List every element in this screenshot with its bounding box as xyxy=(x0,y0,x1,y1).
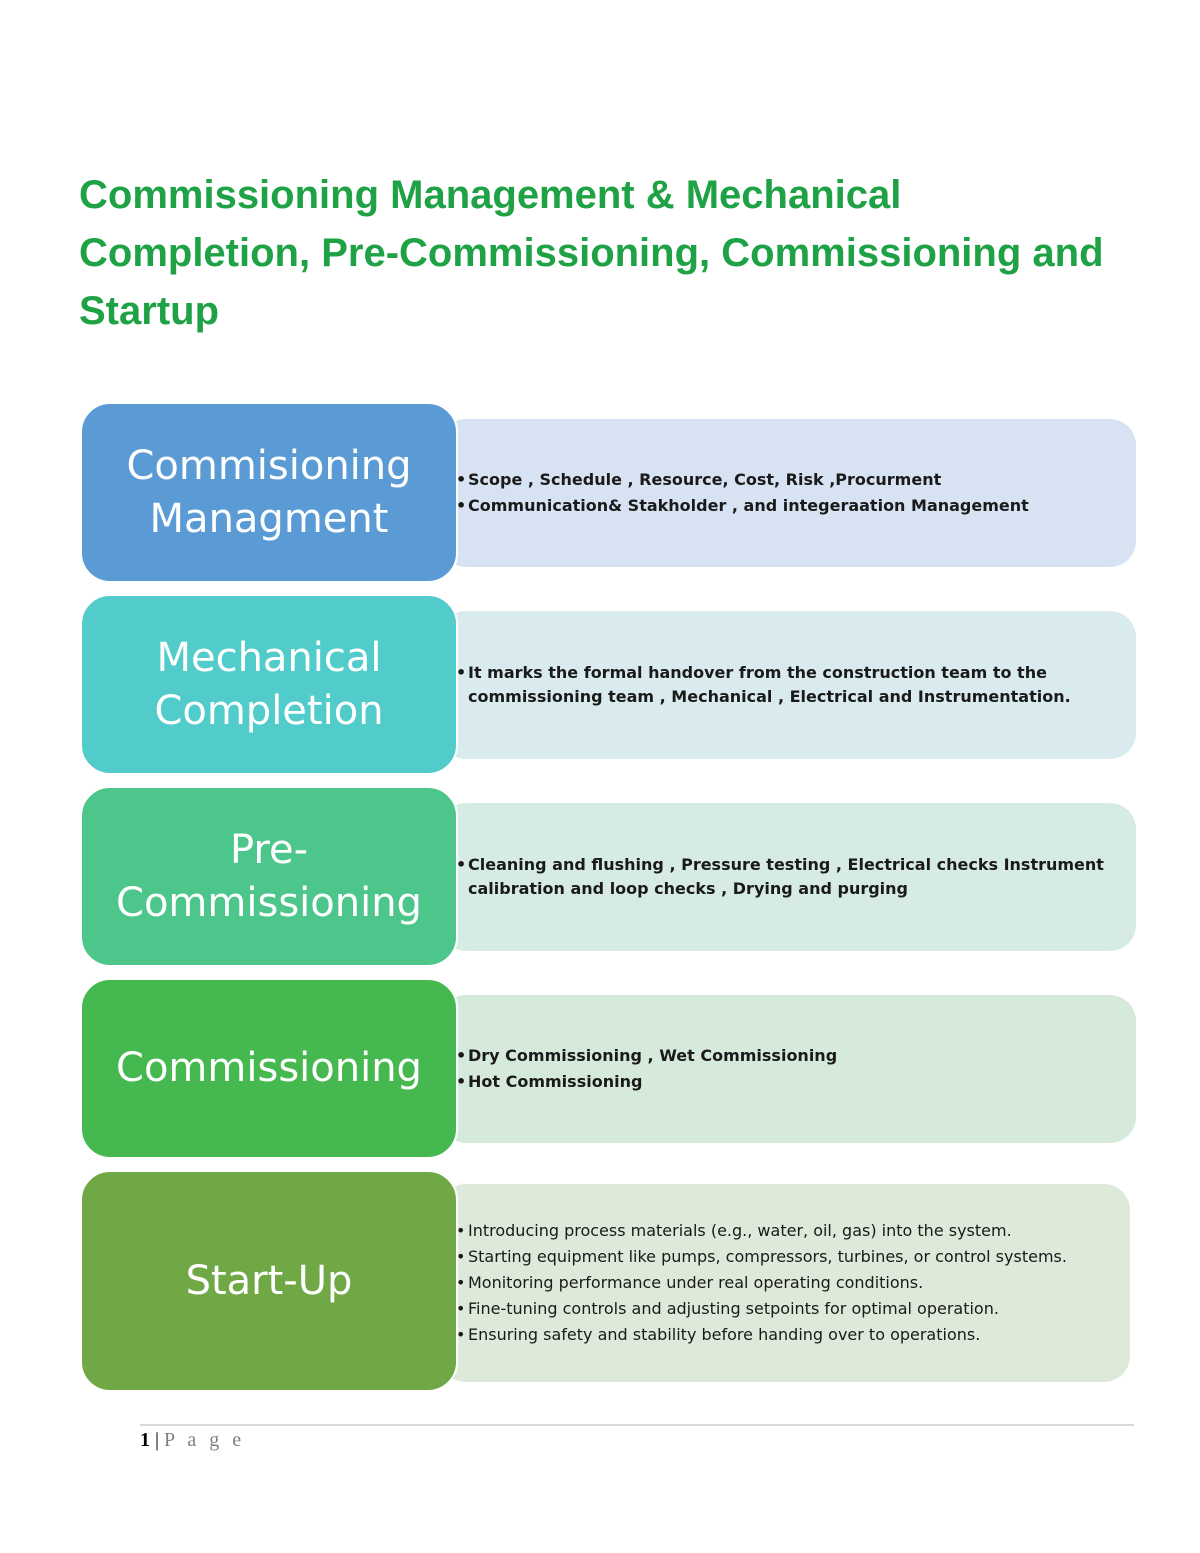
bullet-text: Hot Commissioning xyxy=(468,1072,643,1091)
bullet-dot-icon: • xyxy=(456,1273,466,1292)
step-title: Start-Up xyxy=(185,1257,353,1304)
step-commissioning-management: •Scope , Schedule , Resource, Cost, Risk… xyxy=(80,402,1136,583)
step-title: Pre- Commissioning xyxy=(116,826,422,926)
bullet-dot-icon: • xyxy=(456,663,467,682)
step-bullet-list: •Scope , Schedule , Resource, Cost, Risk… xyxy=(456,466,1106,520)
step-details-panel: •Cleaning and flushing , Pressure testin… xyxy=(440,803,1136,951)
bullet-text: Monitoring performance under real operat… xyxy=(468,1273,924,1292)
step-details-panel: •Scope , Schedule , Resource, Cost, Risk… xyxy=(440,419,1136,567)
step-title-box: Commisioning Managment xyxy=(80,402,458,583)
footer-divider xyxy=(140,1424,1134,1426)
bullet-item: •Scope , Schedule , Resource, Cost, Risk… xyxy=(456,468,1106,492)
bullet-text: It marks the formal handover from the co… xyxy=(468,663,1071,706)
step-details-panel: •It marks the formal handover from the c… xyxy=(440,611,1136,759)
step-bullet-list: • Introducing process materials (e.g., w… xyxy=(456,1217,1100,1349)
bullet-dot-icon: • xyxy=(456,1221,466,1240)
step-title-box: Commissioning xyxy=(80,978,458,1159)
step-bullet-list: •It marks the formal handover from the c… xyxy=(456,659,1106,711)
step-title: Commissioning xyxy=(116,1045,422,1091)
document-title: Commissioning Management & Mechanical Co… xyxy=(79,173,1104,333)
step-bullet-list: •Dry Commissioning , Wet Commissioning•H… xyxy=(456,1042,1106,1096)
step-details-panel: • Introducing process materials (e.g., w… xyxy=(440,1184,1130,1382)
bullet-text: Scope , Schedule , Resource, Cost, Risk … xyxy=(468,470,942,489)
step-commissioning: •Dry Commissioning , Wet Commissioning•H… xyxy=(80,978,1136,1159)
bullet-text: Introducing process materials (e.g., wat… xyxy=(468,1221,1012,1240)
step-mechanical-completion: •It marks the formal handover from the c… xyxy=(80,594,1136,775)
bullet-item: •Ensuring safety and stability before ha… xyxy=(456,1323,1100,1347)
bullet-dot-icon: • xyxy=(456,1325,466,1344)
bullet-item: •It marks the formal handover from the c… xyxy=(456,661,1106,709)
page-label: P a g e xyxy=(164,1429,246,1451)
bullet-dot-icon: • xyxy=(456,1072,467,1091)
step-start-up: • Introducing process materials (e.g., w… xyxy=(80,1170,1136,1392)
bullet-text: Cleaning and flushing , Pressure testing… xyxy=(468,855,1104,898)
bullet-dot-icon: • xyxy=(456,1046,467,1065)
bullet-dot-icon: • xyxy=(456,855,467,874)
bullet-text: Starting equipment like pumps, compresso… xyxy=(468,1247,1067,1266)
bullet-text: Dry Commissioning , Wet Commissioning xyxy=(468,1046,838,1065)
bullet-item: •Monitoring performance under real opera… xyxy=(456,1271,1100,1295)
bullet-item: •Communication& Stakholder , and integer… xyxy=(456,494,1106,518)
step-details-panel: •Dry Commissioning , Wet Commissioning•H… xyxy=(440,995,1136,1143)
bullet-dot-icon: • xyxy=(456,1247,466,1266)
step-title-box: Pre- Commissioning xyxy=(80,786,458,967)
step-title: Commisioning Managment xyxy=(126,442,412,542)
bullet-item: •Dry Commissioning , Wet Commissioning xyxy=(456,1044,1106,1068)
step-bullet-list: •Cleaning and flushing , Pressure testin… xyxy=(456,851,1106,903)
bullet-dot-icon: • xyxy=(456,496,467,515)
bullet-text: Communication& Stakholder , and integera… xyxy=(468,496,1029,515)
bullet-item: •Cleaning and flushing , Pressure testin… xyxy=(456,853,1106,901)
step-title-box: Start-Up xyxy=(80,1170,458,1392)
bullet-item: •Fine-tuning controls and adjusting setp… xyxy=(456,1297,1100,1321)
bullet-text: Fine-tuning controls and adjusting setpo… xyxy=(468,1299,999,1318)
bullet-item: • Introducing process materials (e.g., w… xyxy=(456,1219,1100,1243)
bullet-item: •Hot Commissioning xyxy=(456,1070,1106,1094)
page-footer: 1 | P a g e xyxy=(140,1429,245,1452)
step-pre-commissioning: •Cleaning and flushing , Pressure testin… xyxy=(80,786,1136,967)
page-number: 1 xyxy=(140,1429,150,1451)
bullet-dot-icon: • xyxy=(456,470,467,489)
step-title-box: Mechanical Completion xyxy=(80,594,458,775)
bullet-dot-icon: • xyxy=(456,1299,466,1318)
page-separator: | xyxy=(150,1429,165,1451)
bullet-text: Ensuring safety and stability before han… xyxy=(468,1325,981,1344)
step-title: Mechanical Completion xyxy=(154,634,384,734)
bullet-item: •Starting equipment like pumps, compress… xyxy=(456,1245,1100,1269)
